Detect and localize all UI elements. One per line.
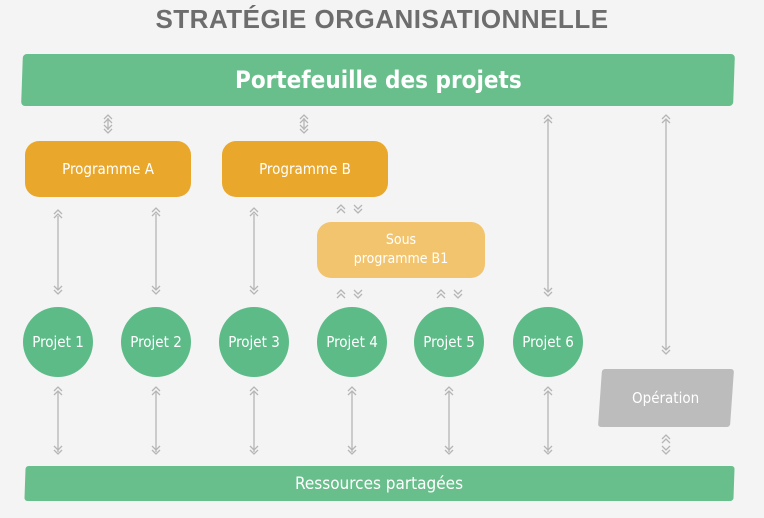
subprogram-label-line2: programme B1 xyxy=(353,251,449,267)
project-4-circle: Projet 4 xyxy=(317,307,387,377)
project-3-label: Projet 3 xyxy=(228,333,280,351)
program-b-label: Programme B xyxy=(259,160,351,178)
chevron-up-icon xyxy=(661,434,671,444)
chevron-up-icon xyxy=(336,204,346,214)
subprogram-label-line1: Sous xyxy=(385,232,417,248)
chevron-down-icon xyxy=(353,289,363,299)
chevron-down-icon xyxy=(661,445,671,455)
project-1-label: Projet 1 xyxy=(32,333,84,351)
project-5-label: Projet 5 xyxy=(423,333,475,351)
subprogram-b1-box: Sous programme B1 xyxy=(317,222,485,278)
project-3-circle: Projet 3 xyxy=(219,307,289,377)
project-5-circle: Projet 5 xyxy=(414,307,484,377)
shared-resources-banner: Ressources partagées xyxy=(24,466,735,501)
program-a-box: Programme A xyxy=(25,141,191,197)
project-6-label: Projet 6 xyxy=(522,333,574,351)
shared-resources-label: Ressources partagées xyxy=(295,473,464,494)
project-2-label: Projet 2 xyxy=(130,333,182,351)
chevron-up-icon xyxy=(336,289,346,299)
diagram-title: STRATÉGIE ORGANISATIONNELLE xyxy=(155,4,609,34)
project-1-circle: Projet 1 xyxy=(23,307,93,377)
chevron-down-icon xyxy=(353,204,363,214)
operation-label: Opération xyxy=(632,389,700,407)
chevron-down-icon xyxy=(453,289,463,299)
project-4-label: Projet 4 xyxy=(326,333,378,351)
project-2-circle: Projet 2 xyxy=(121,307,191,377)
program-b-box: Programme B xyxy=(222,141,388,197)
project-6-circle: Projet 6 xyxy=(513,307,583,377)
program-a-label: Programme A xyxy=(62,160,154,178)
operation-box: Opération xyxy=(597,369,735,427)
chevron-up-icon xyxy=(436,289,446,299)
